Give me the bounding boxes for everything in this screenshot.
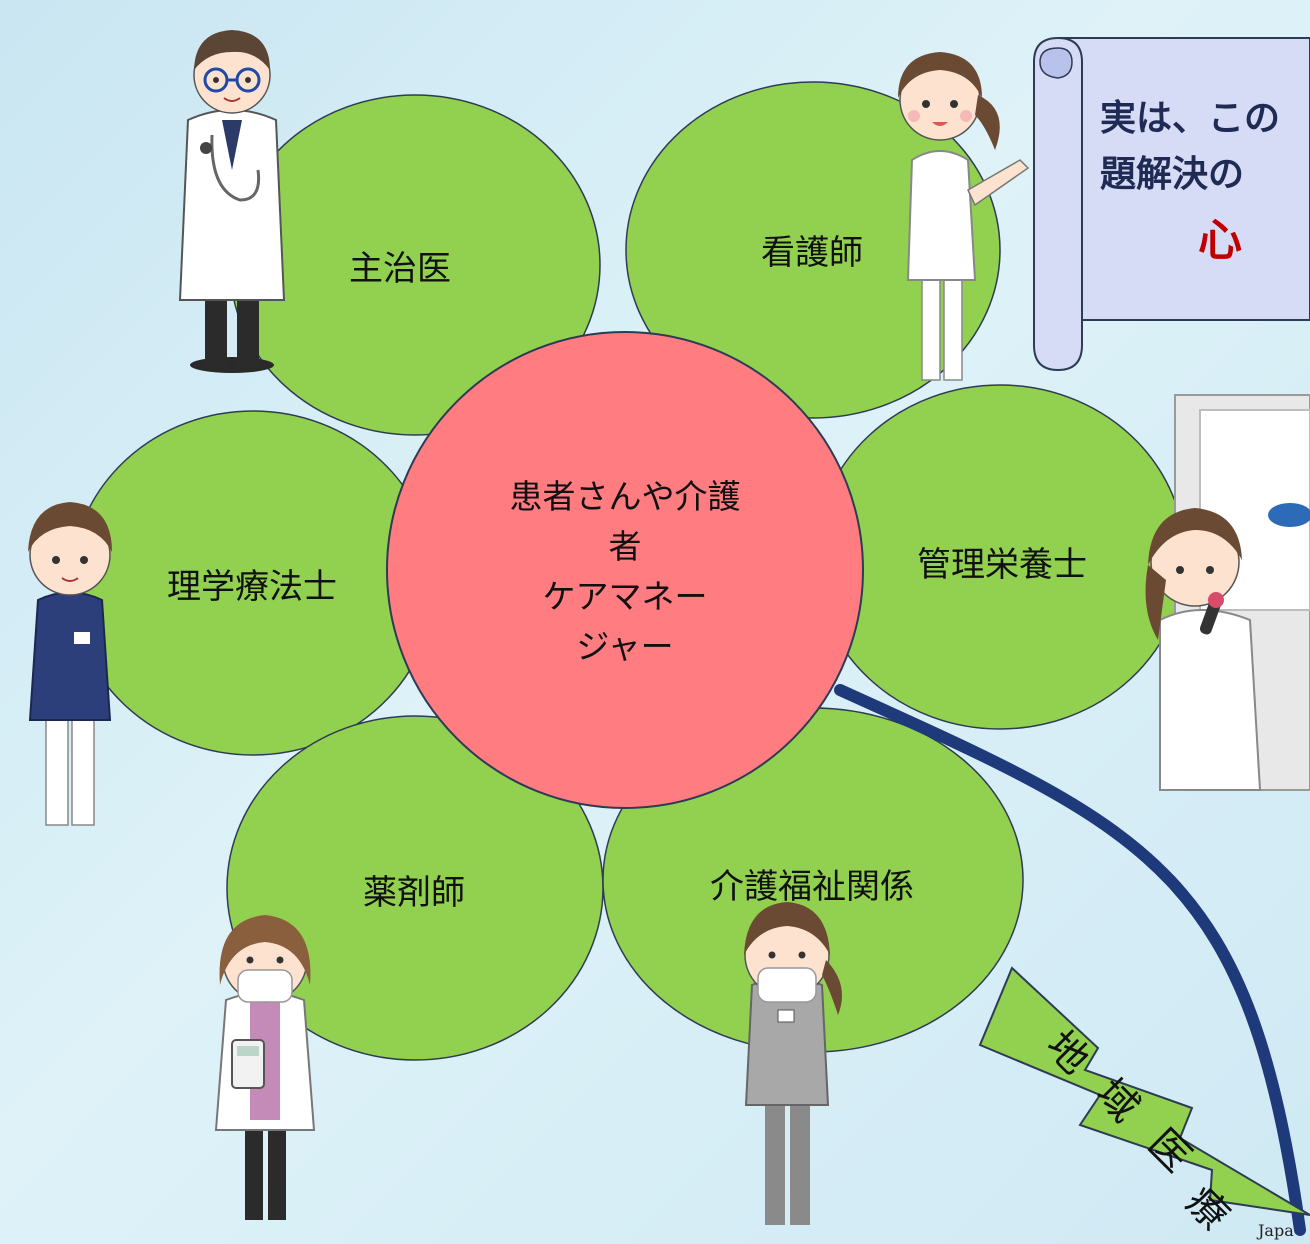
lightning-bolt: 地 域 医 療 [978,966,1310,1239]
scroll-line-3: 心 [1198,215,1242,266]
scroll-line-2: 題解決の [1100,154,1244,195]
care-worker-illustration [744,902,842,1225]
petals [70,81,1186,1061]
center-label-line4: ジャー [576,627,673,666]
petal-label-dietitian: 管理栄養士 [917,545,1087,585]
petal-label-doctor: 主治医 [349,249,451,289]
center-circle [386,331,864,809]
dietitian-illustration [1145,394,1310,791]
scroll-callout: 実は、この 題解決の 心 [1033,37,1310,372]
center-label-line2: 者 [609,527,642,566]
petal-label-nurse: 看護師 [761,233,863,273]
physio-illustration [28,502,112,826]
connector-curve [834,684,1306,1236]
petal-nurse [625,81,1001,419]
pharmacist-illustration [214,915,316,1220]
center-label-line1: 患者さんや介護 [510,477,741,516]
petal-label-physio: 理学療法士 [167,567,337,607]
petal-label-care-welfare: 介護福祉関係 [710,867,914,907]
scroll-line-1: 実は、この [1100,98,1280,139]
petal-label-pharmacist: 薬剤師 [363,873,465,913]
nurse-illustration [898,52,1030,381]
doctor-illustration [178,30,286,373]
footer-text: Japa [1256,1221,1294,1240]
center-label-line3: ケアマネー [543,577,708,616]
